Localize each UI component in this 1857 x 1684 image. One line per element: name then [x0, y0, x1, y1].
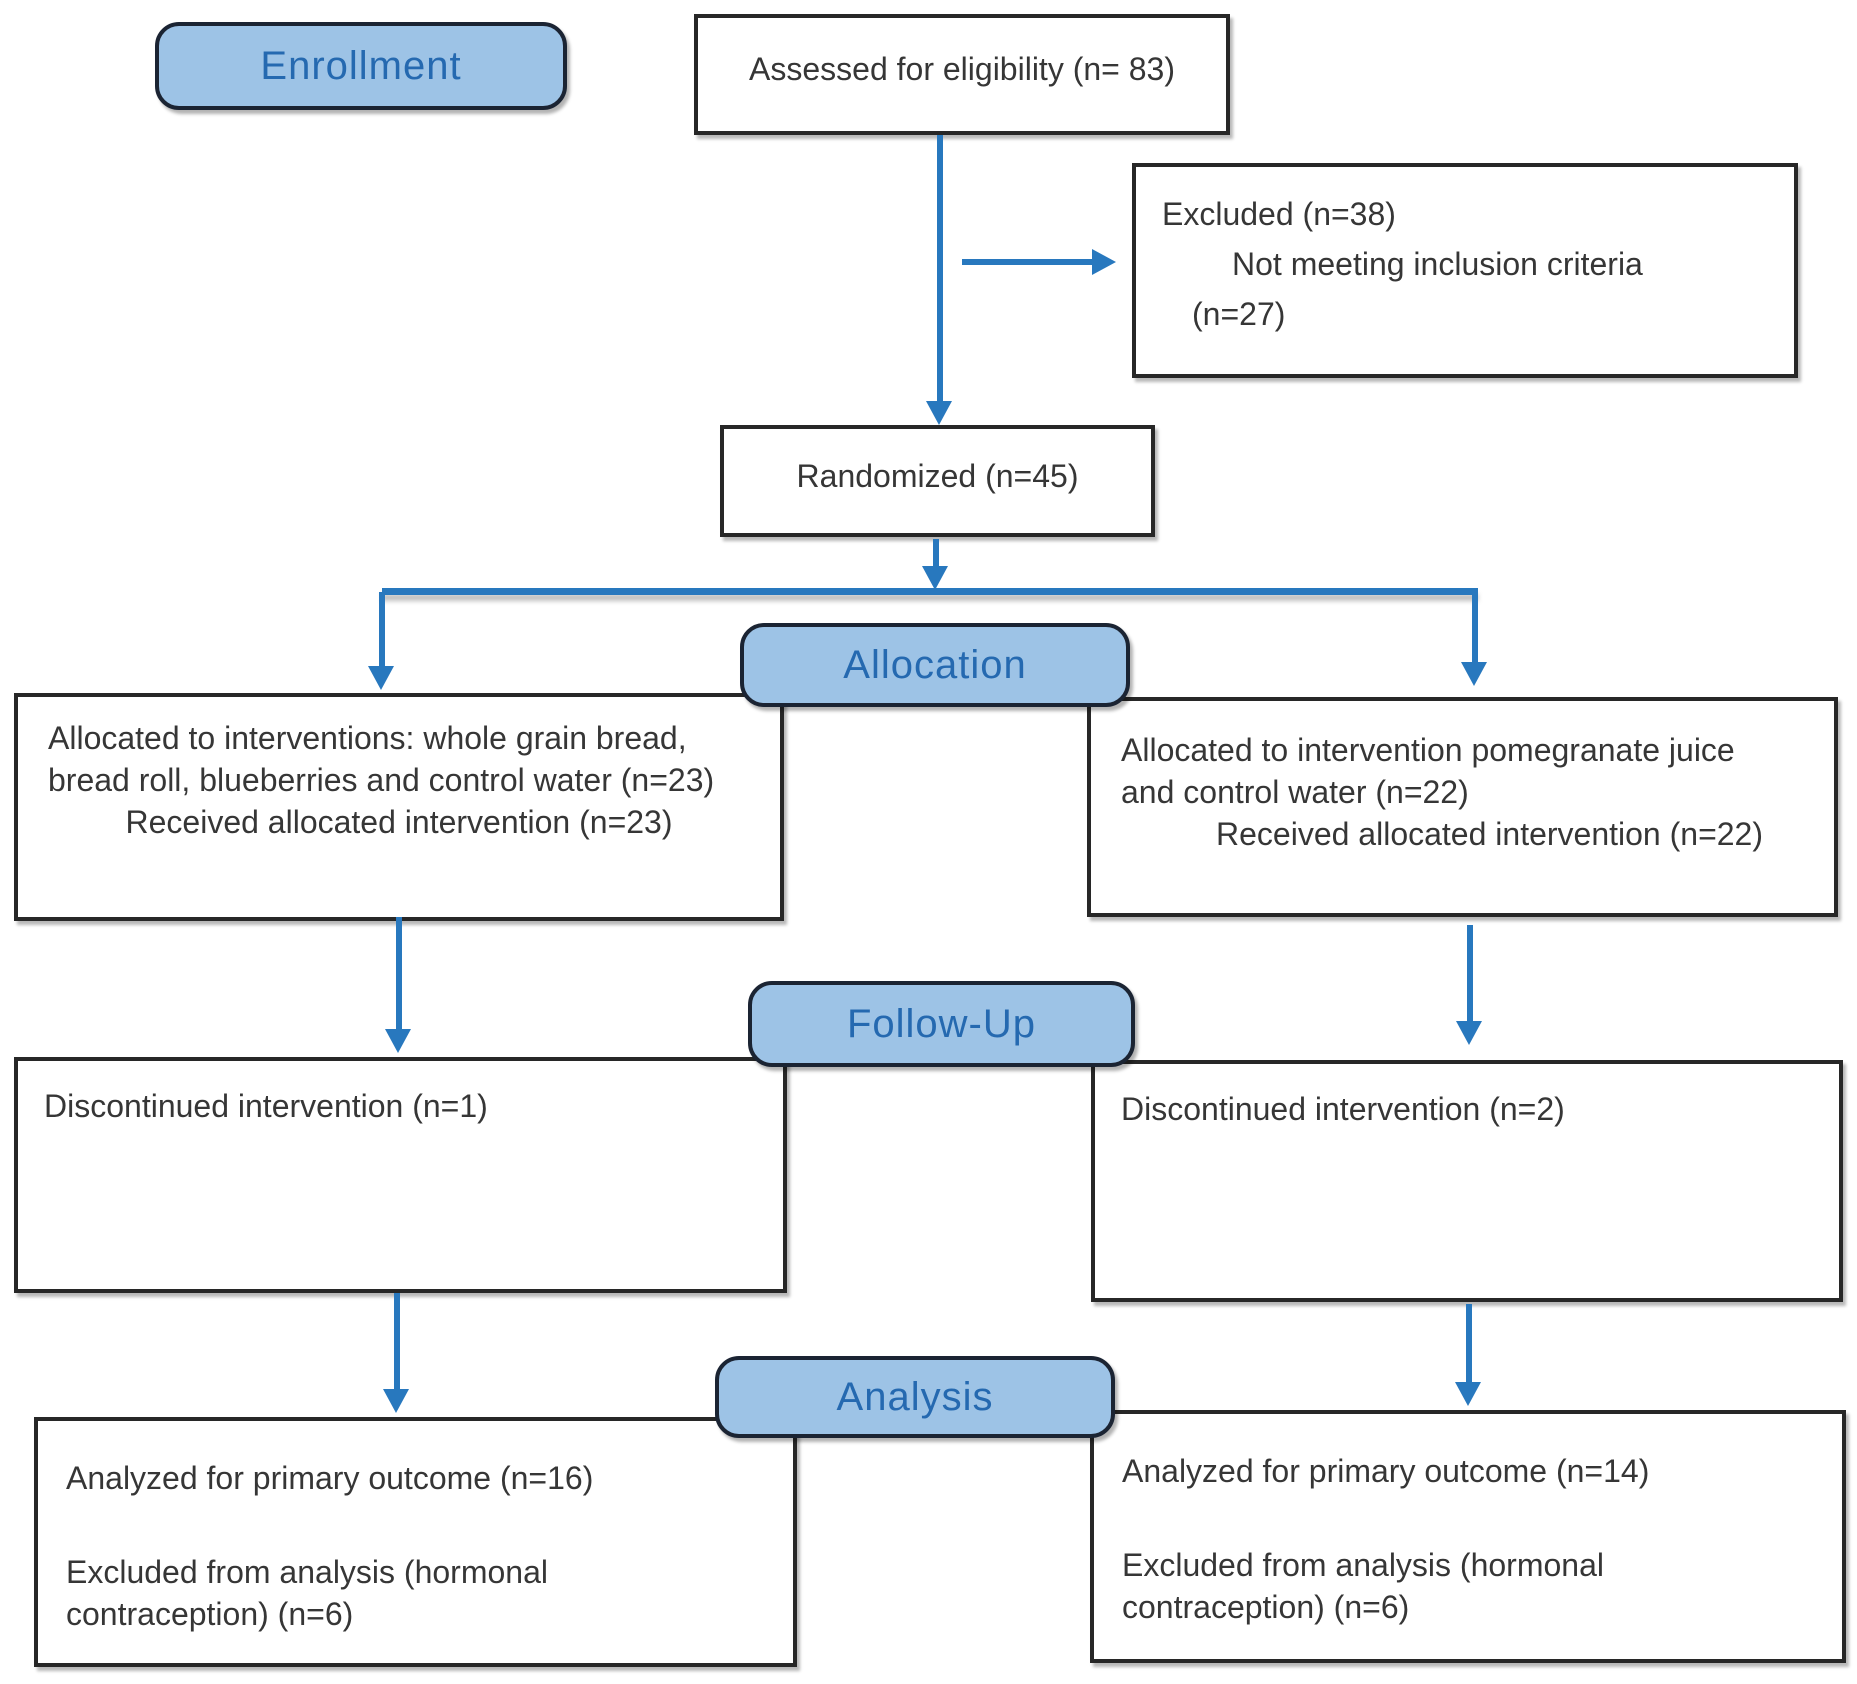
analysis-left-line-2a: Excluded from analysis (hormonal: [66, 1554, 548, 1591]
randomized-box: Randomized (n=45): [720, 425, 1155, 537]
alloc-right-received: Received allocated intervention (n=22): [1216, 816, 1763, 853]
randomized-text: Randomized (n=45): [796, 457, 1079, 494]
arrow-alloc-right-to-followup: [1467, 925, 1473, 1025]
arrowhead-assessed-to-randomized: [926, 401, 952, 425]
arrowhead-branch-to-alloc-right: [1461, 662, 1487, 686]
arrowhead-alloc-right-to-followup: [1456, 1021, 1482, 1045]
arrowhead-followup-right-to-analysis: [1455, 1382, 1481, 1406]
arrowhead-alloc-left-to-followup: [385, 1029, 411, 1053]
arrow-assessed-to-randomized: [937, 135, 943, 405]
arrowhead-to-excluded: [1092, 249, 1116, 275]
analysis-right-line-2a: Excluded from analysis (hormonal: [1122, 1547, 1604, 1584]
arrowhead-branch-to-alloc-left: [368, 666, 394, 690]
stage-label-enrollment: Enrollment: [155, 22, 567, 110]
analysis-right-line-1: Analyzed for primary outcome (n=14): [1122, 1453, 1650, 1489]
stage-label-followup: Follow-Up: [748, 981, 1135, 1067]
followup-right-text: Discontinued intervention (n=2): [1121, 1091, 1565, 1127]
arrow-branch-to-alloc-left: [379, 592, 385, 670]
followup-left-text: Discontinued intervention (n=1): [44, 1088, 488, 1124]
branch-line: [382, 588, 1478, 595]
analysis-left-line-1: Analyzed for primary outcome (n=16): [66, 1460, 594, 1496]
analysis-right-box: Analyzed for primary outcome (n=14) Excl…: [1090, 1410, 1846, 1663]
assessed-text: Assessed for eligibility (n= 83): [749, 51, 1175, 88]
alloc-left-line-2: bread roll, blueberries and control wate…: [48, 762, 715, 799]
arrow-followup-left-to-analysis: [394, 1293, 400, 1393]
alloc-right-line-2: and control water (n=22): [1121, 774, 1469, 811]
alloc-left-received: Received allocated intervention (n=23): [125, 804, 673, 841]
excluded-line-2: Not meeting inclusion criteria: [1232, 246, 1643, 283]
assessed-for-eligibility-box: Assessed for eligibility (n= 83): [694, 14, 1230, 135]
alloc-left-line-1: Allocated to interventions: whole grain …: [48, 720, 687, 756]
arrow-followup-right-to-analysis: [1466, 1304, 1472, 1386]
alloc-right-line-1: Allocated to intervention pomegranate ju…: [1121, 732, 1735, 768]
allocation-left-box: Allocated to interventions: whole grain …: [14, 693, 784, 921]
stage-label-analysis: Analysis: [715, 1356, 1115, 1438]
stage-label-allocation-text: Allocation: [843, 642, 1027, 687]
analysis-right-line-2b: contraception) (n=6): [1122, 1589, 1410, 1626]
stage-label-allocation: Allocation: [740, 623, 1130, 707]
arrowhead-randomized-to-branch: [922, 566, 948, 590]
analysis-left-line-2b: contraception) (n=6): [66, 1596, 354, 1633]
arrow-to-excluded: [962, 259, 1094, 265]
allocation-right-box: Allocated to intervention pomegranate ju…: [1087, 697, 1838, 917]
arrowhead-followup-left-to-analysis: [383, 1389, 409, 1413]
arrow-randomized-to-branch: [933, 539, 939, 571]
followup-right-box: Discontinued intervention (n=2): [1091, 1060, 1843, 1302]
excluded-line-1: Excluded (n=38): [1162, 196, 1396, 232]
excluded-box: Excluded (n=38) Not meeting inclusion cr…: [1132, 163, 1798, 378]
stage-label-enrollment-text: Enrollment: [260, 43, 462, 88]
stage-label-analysis-text: Analysis: [836, 1374, 994, 1419]
followup-left-box: Discontinued intervention (n=1): [14, 1057, 787, 1293]
excluded-line-3: (n=27): [1192, 296, 1286, 333]
arrow-branch-to-alloc-right: [1472, 592, 1478, 666]
arrow-alloc-left-to-followup: [396, 917, 402, 1033]
stage-label-followup-text: Follow-Up: [846, 1001, 1037, 1046]
analysis-left-box: Analyzed for primary outcome (n=16) Excl…: [34, 1417, 797, 1667]
